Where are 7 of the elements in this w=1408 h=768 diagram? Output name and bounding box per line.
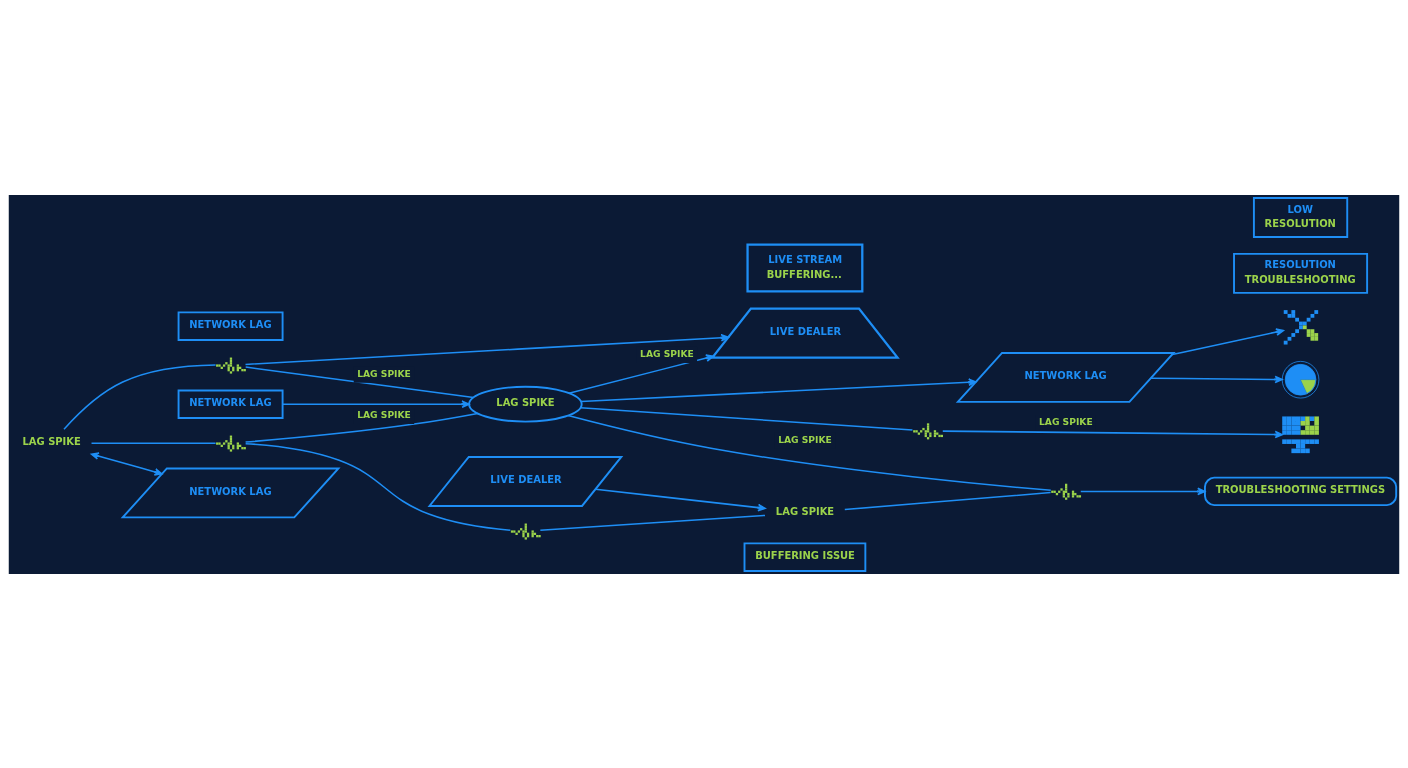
edge-label: LAG SPIKE bbox=[1038, 415, 1093, 427]
edge-label: LAG SPIKE bbox=[778, 433, 832, 445]
node-text: LAG SPIKE bbox=[775, 505, 835, 517]
edge-label: LAG SPIKE bbox=[357, 408, 411, 420]
edge-label: LAG SPIKE bbox=[640, 347, 694, 359]
edge-label: LAG SPIKE bbox=[357, 367, 411, 379]
node-text: LAG SPIKE bbox=[22, 435, 81, 447]
